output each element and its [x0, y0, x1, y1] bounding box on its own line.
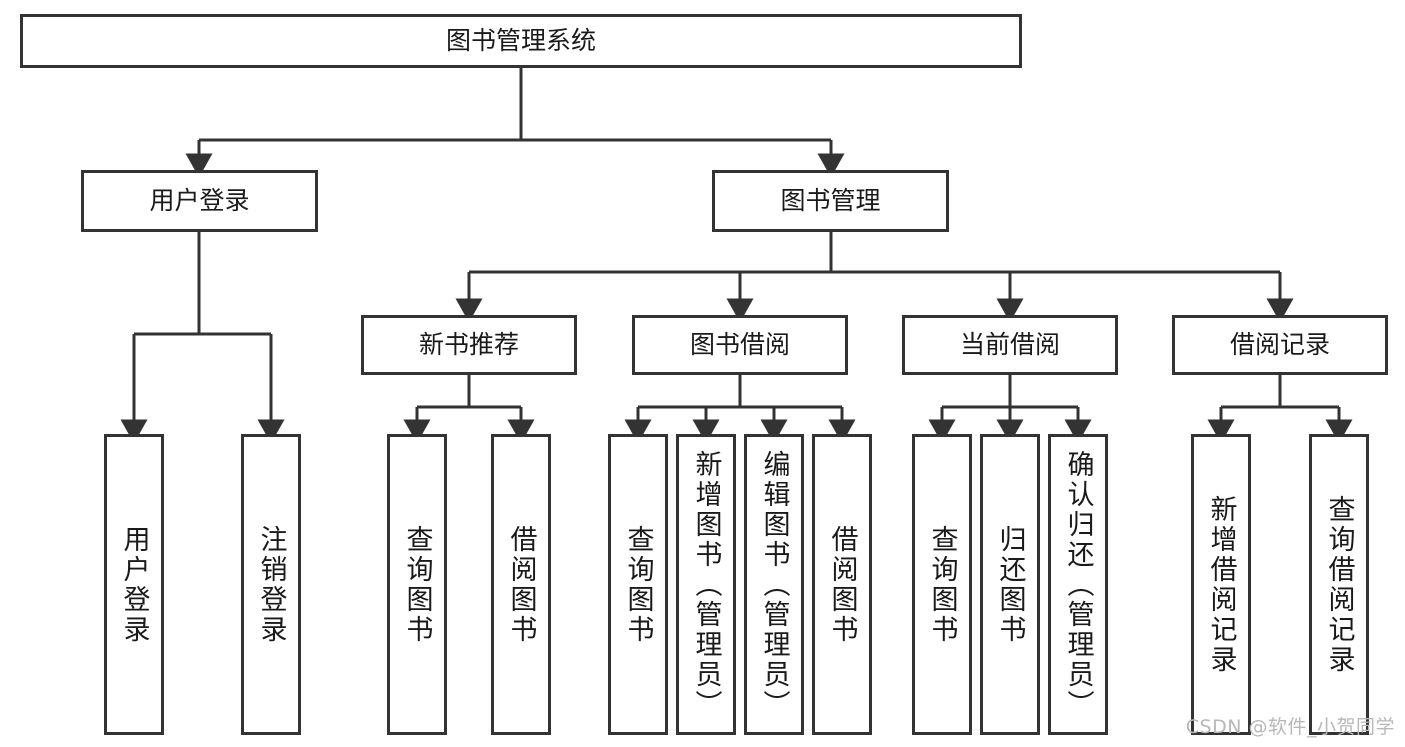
node-book-borrow[interactable]: 图书借阅 — [632, 315, 848, 375]
leaf-borrow-add-book-admin[interactable]: 新增图书（管理员） — [676, 434, 736, 735]
node-label: 当前借阅 — [959, 330, 1060, 359]
leaf-user-login-logout[interactable]: 注销登录 — [241, 434, 301, 735]
leaf-current-return-book[interactable]: 归还图书 — [980, 434, 1040, 735]
node-label: 图书管理 — [780, 186, 881, 215]
node-label: 新书推荐 — [418, 330, 519, 359]
node-label: 查询图书 — [401, 524, 433, 645]
node-label: 归还图书 — [994, 524, 1026, 645]
node-borrow-record[interactable]: 借阅记录 — [1172, 315, 1388, 375]
node-label: 新增借阅记录 — [1205, 494, 1237, 675]
node-label: 图书借阅 — [689, 330, 790, 359]
node-label: 借阅图书 — [505, 524, 537, 645]
node-label: 确认归还（管理员） — [1062, 449, 1094, 720]
node-new-book-recommend[interactable]: 新书推荐 — [361, 315, 577, 375]
node-label: 查询图书 — [926, 524, 958, 645]
node-label: 查询图书 — [622, 524, 654, 645]
node-label: 用户登录 — [149, 186, 250, 215]
node-user-login[interactable]: 用户登录 — [81, 170, 318, 232]
leaf-borrow-borrow-book[interactable]: 借阅图书 — [812, 434, 872, 735]
leaf-borrow-query-book[interactable]: 查询图书 — [608, 434, 668, 735]
node-label: 借阅记录 — [1229, 330, 1330, 359]
node-label: 用户登录 — [118, 524, 150, 645]
leaf-current-query-book[interactable]: 查询图书 — [912, 434, 972, 735]
leaf-record-query-borrow-record[interactable]: 查询借阅记录 — [1309, 434, 1369, 735]
node-label: 查询借阅记录 — [1323, 494, 1355, 675]
node-label: 借阅图书 — [826, 524, 858, 645]
leaf-new-book-query[interactable]: 查询图书 — [387, 434, 447, 735]
node-label: 图书管理系统 — [445, 26, 596, 55]
node-label: 新增图书（管理员） — [690, 449, 722, 720]
leaf-user-login-signin[interactable]: 用户登录 — [104, 434, 164, 735]
node-current-borrow[interactable]: 当前借阅 — [902, 315, 1118, 375]
watermark-text: CSDN @软件_小贺同学 — [1185, 716, 1395, 738]
node-book-management[interactable]: 图书管理 — [712, 170, 949, 232]
leaf-new-book-borrow[interactable]: 借阅图书 — [491, 434, 551, 735]
node-label: 注销登录 — [255, 524, 287, 645]
node-label: 编辑图书（管理员） — [758, 449, 790, 720]
leaf-record-add-borrow-record[interactable]: 新增借阅记录 — [1191, 434, 1251, 735]
node-root-system[interactable]: 图书管理系统 — [20, 14, 1022, 68]
leaf-current-confirm-return-admin[interactable]: 确认归还（管理员） — [1048, 434, 1108, 735]
leaf-borrow-edit-book-admin[interactable]: 编辑图书（管理员） — [744, 434, 804, 735]
